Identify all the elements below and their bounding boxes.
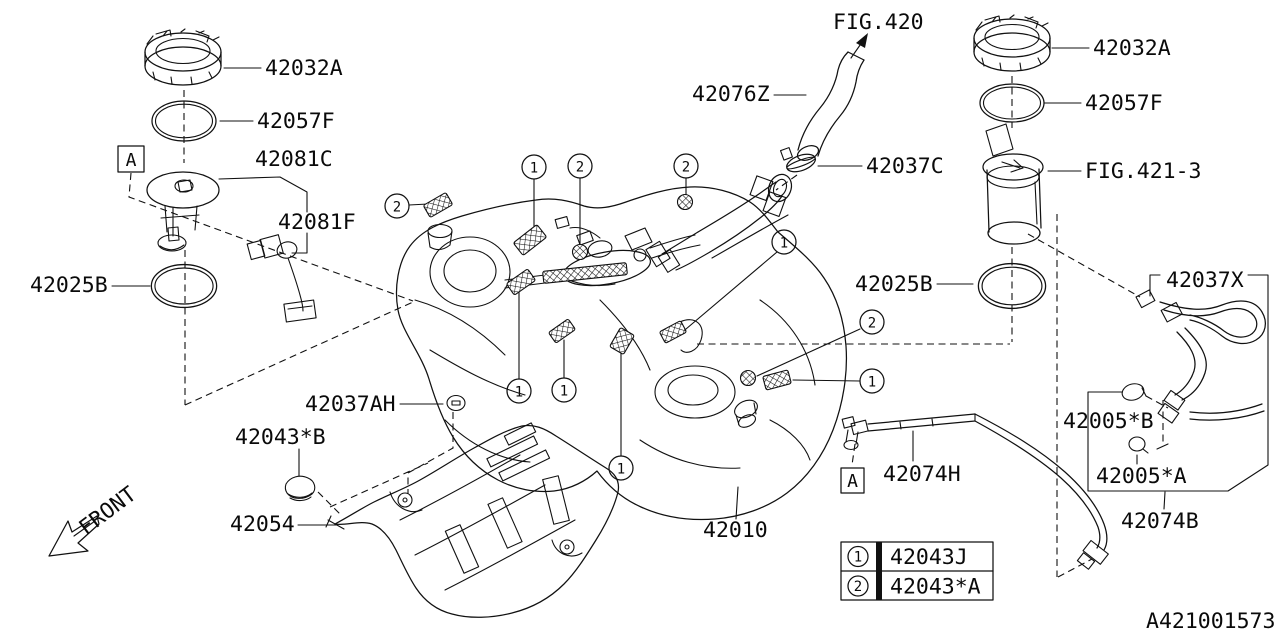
callout-1: 1	[521, 154, 547, 180]
filler-hose-42076Z	[796, 51, 865, 161]
label-42074H: 42074H	[883, 462, 961, 487]
fig420-arrow-head	[856, 33, 868, 48]
ref-box-letter: A	[847, 471, 858, 492]
fuel-sender-42081C	[146, 171, 220, 252]
callout-number: 2	[682, 160, 690, 176]
label-42057F-right: 42057F	[1085, 91, 1163, 116]
label-42025B-left: 42025B	[30, 273, 108, 298]
label-42037AH: 42037AH	[305, 392, 396, 417]
sender-connector-42081F	[246, 234, 317, 323]
clip-42043B-part	[284, 475, 316, 502]
label-42043B: 42043*B	[235, 425, 326, 450]
label-42032A-right: 42032A	[1093, 36, 1171, 61]
callout-2: 2	[384, 193, 410, 219]
tank-left-recess	[429, 236, 511, 308]
callout-2: 2	[567, 153, 593, 179]
label-42005B: 42005*B	[1063, 409, 1154, 434]
clip-42005B-part	[1121, 383, 1147, 401]
label-FIG421-3: FIG.421-3	[1085, 159, 1202, 184]
fuel-pipe-42037X-assembly	[1135, 289, 1266, 424]
legend-table: 1 42043J 2 42043*A	[840, 541, 994, 601]
label-42037C: 42037C	[866, 154, 944, 179]
fuel-hose-42074B	[974, 413, 1109, 570]
callout-number: 1	[515, 385, 523, 401]
filler-pipe-assembly	[645, 51, 865, 273]
clip-42005A-part	[1128, 436, 1149, 454]
ref-box-A-left: A	[117, 145, 145, 173]
callout-number: 1	[560, 384, 568, 400]
retainer-cap-left	[144, 28, 222, 86]
tank-vent-stub	[427, 223, 453, 251]
legend-row1-part: 42043J	[890, 545, 968, 570]
callout-circles: 1 2 2 2 1 2 1 1 1 1	[384, 153, 885, 481]
callout-1: 1	[506, 378, 532, 404]
legend-divider	[876, 542, 882, 600]
legend-row2-part: 42043*A	[890, 575, 981, 600]
label-42057F-left: 42057F	[257, 109, 335, 134]
tank-small-canister	[734, 399, 758, 428]
callout-1: 1	[859, 368, 885, 394]
callout-1: 1	[551, 377, 577, 403]
retainer-cap-right	[973, 14, 1051, 72]
grommet-42037AH-part	[446, 394, 466, 412]
fuel-pipe-42074H	[841, 413, 976, 451]
front-direction-indicator: FRONT	[48, 482, 142, 557]
label-42010: 42010	[703, 518, 768, 543]
callout-1: 1	[608, 455, 634, 481]
callout-number: 2	[868, 316, 876, 332]
callout-number: 2	[576, 160, 584, 176]
label-FIG420: FIG.420	[833, 10, 924, 35]
right-pump-column	[973, 14, 1051, 310]
left-sender-column	[144, 28, 317, 323]
ref-box-A-right: A	[840, 467, 865, 494]
front-label: FRONT	[75, 482, 142, 541]
drawing-number: A421001573	[1146, 609, 1275, 634]
callout-number: 1	[530, 161, 538, 177]
dashed-construction-lines	[128, 76, 1169, 578]
fuel-tank-body	[395, 186, 848, 521]
label-42074B: 42074B	[1121, 509, 1199, 534]
label-42005A: 42005*A	[1096, 464, 1187, 489]
callout-number: 2	[393, 200, 401, 216]
callout-number: 1	[868, 375, 876, 391]
oring-42025B-left	[150, 263, 218, 309]
label-42081C: 42081C	[255, 147, 333, 172]
legend-row2-num: 2	[854, 579, 862, 595]
heat-shield-42054	[325, 422, 620, 618]
retainer-clips	[408, 177, 861, 457]
callout-2: 2	[673, 153, 699, 179]
label-42032A-left: 42032A	[265, 56, 343, 81]
hose-clamp-42037C	[779, 147, 816, 173]
pump-module-fig421-3	[982, 123, 1044, 245]
callout-2: 2	[859, 309, 885, 335]
callout-1: 1	[771, 229, 797, 255]
label-42081F: 42081F	[278, 210, 356, 235]
callout-number: 1	[780, 236, 788, 252]
label-42054: 42054	[230, 512, 295, 537]
callout-number: 1	[617, 462, 625, 478]
label-42037X: 42037X	[1166, 268, 1244, 293]
ref-box-letter: A	[126, 150, 137, 171]
part-labels: 42032A 42057F 42081C 42081F 42025B 42037…	[30, 10, 1269, 543]
label-42076Z: 42076Z	[692, 82, 770, 107]
label-42025B-right: 42025B	[855, 272, 933, 297]
legend-row1-num: 1	[854, 550, 862, 566]
tank-right-recess	[654, 365, 736, 419]
